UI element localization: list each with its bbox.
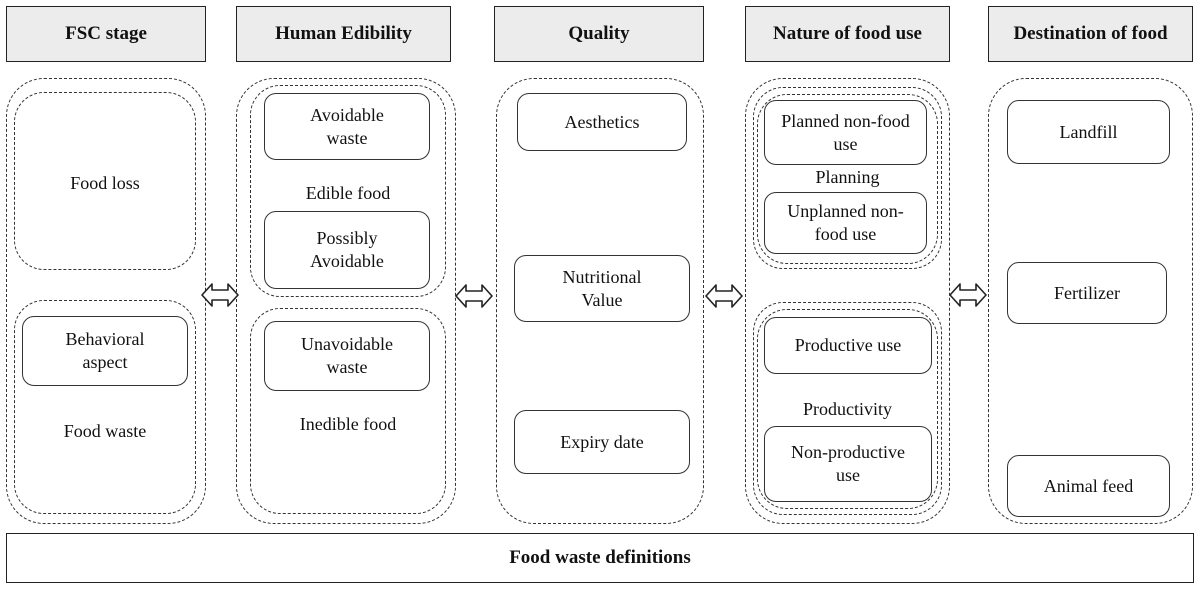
- fertilizer-box: Fertilizer: [1007, 262, 1167, 324]
- productive-use-box: Productive use: [764, 317, 932, 374]
- food-loss-group: [14, 92, 196, 270]
- nature-of-food-use-group: [745, 78, 950, 524]
- planning-outer-group: [753, 87, 942, 269]
- non-productive-use-box: Non-productive use: [764, 426, 932, 502]
- expiry-date-box: Expiry date: [514, 410, 690, 474]
- header-fsc-stage: FSC stage: [6, 6, 206, 62]
- header-nature-of-food-use: Nature of food use: [745, 6, 950, 62]
- edible-food-label: Edible food: [305, 183, 391, 203]
- behavioral-aspect-box: Behavioral aspect: [22, 316, 188, 386]
- inedible-food-label: Inedible food: [299, 414, 397, 434]
- edible-food-group: [250, 85, 446, 297]
- avoidable-waste-box: Avoidable waste: [264, 93, 430, 160]
- food-waste-label: Food waste: [63, 421, 147, 441]
- possibly-avoidable-box: Possibly Avoidable: [264, 211, 430, 289]
- planning-label: Planning: [815, 167, 880, 187]
- unplanned-non-food-use-box: Unplanned non-food use: [764, 192, 927, 254]
- human-edibility-group: [236, 78, 456, 524]
- header-quality: Quality: [494, 6, 704, 62]
- double-arrow-icon: [949, 282, 987, 308]
- productivity-label: Productivity: [803, 399, 892, 419]
- aesthetics-box: Aesthetics: [517, 93, 687, 151]
- planned-non-food-use-box: Planned non-food use: [764, 100, 927, 165]
- double-arrow-icon: [705, 283, 743, 309]
- nutritional-value-box: Nutritional Value: [514, 255, 690, 322]
- double-arrow-icon: [455, 283, 493, 309]
- fsc-stage-group: [6, 78, 206, 524]
- food-waste-group: [14, 300, 196, 514]
- food-waste-definitions-footer: Food waste definitions: [6, 533, 1194, 583]
- planning-inner-group: [757, 94, 938, 264]
- destination-of-food-group: [988, 78, 1193, 524]
- unavoidable-waste-box: Unavoidable waste: [264, 321, 430, 391]
- header-destination-of-food: Destination of food: [988, 6, 1193, 62]
- inedible-food-group: [250, 308, 446, 514]
- animal-feed-box: Animal feed: [1007, 455, 1170, 517]
- productivity-inner-group: [757, 309, 938, 509]
- double-arrow-icon: [201, 282, 239, 308]
- landfill-box: Landfill: [1007, 100, 1170, 164]
- food-loss-label: Food loss: [70, 173, 140, 193]
- productivity-outer-group: [753, 302, 942, 515]
- header-human-edibility: Human Edibility: [236, 6, 451, 62]
- quality-group: [496, 78, 704, 524]
